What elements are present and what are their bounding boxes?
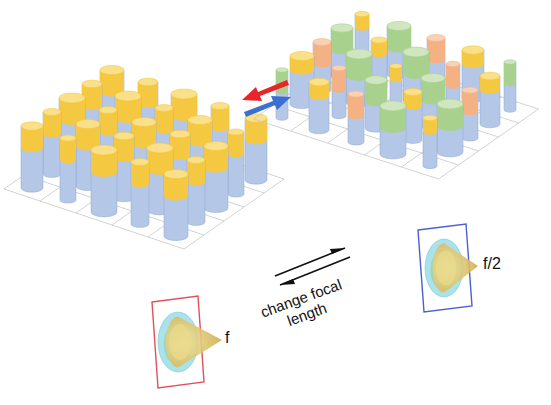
pillar bbox=[60, 135, 76, 203]
pillar bbox=[21, 122, 43, 192]
pillar bbox=[404, 89, 422, 144]
pillar bbox=[187, 157, 205, 226]
pillar bbox=[380, 101, 406, 159]
pillar bbox=[276, 68, 288, 121]
pillar bbox=[164, 169, 188, 240]
pillar bbox=[245, 114, 267, 184]
caption-text: change focal length bbox=[251, 273, 357, 340]
grid-lines bbox=[254, 49, 539, 179]
focal-length-label: f/2 bbox=[483, 255, 501, 273]
pillar bbox=[480, 72, 500, 128]
pillar bbox=[462, 87, 478, 141]
pillar bbox=[504, 60, 516, 113]
focal-length-label: f bbox=[225, 329, 229, 347]
lens-icon bbox=[152, 296, 222, 388]
pillar bbox=[43, 109, 61, 178]
pillar bbox=[332, 65, 346, 118]
pillar bbox=[228, 129, 244, 197]
pillar bbox=[204, 141, 228, 212]
lens-icon bbox=[418, 224, 478, 312]
pillar bbox=[309, 78, 329, 134]
switch-arrows bbox=[242, 80, 291, 117]
pillar bbox=[437, 99, 463, 157]
blue-arrow bbox=[244, 96, 291, 117]
pillar bbox=[91, 145, 117, 217]
pillar bbox=[423, 115, 437, 168]
pillar bbox=[348, 91, 364, 145]
pillar bbox=[131, 159, 149, 228]
